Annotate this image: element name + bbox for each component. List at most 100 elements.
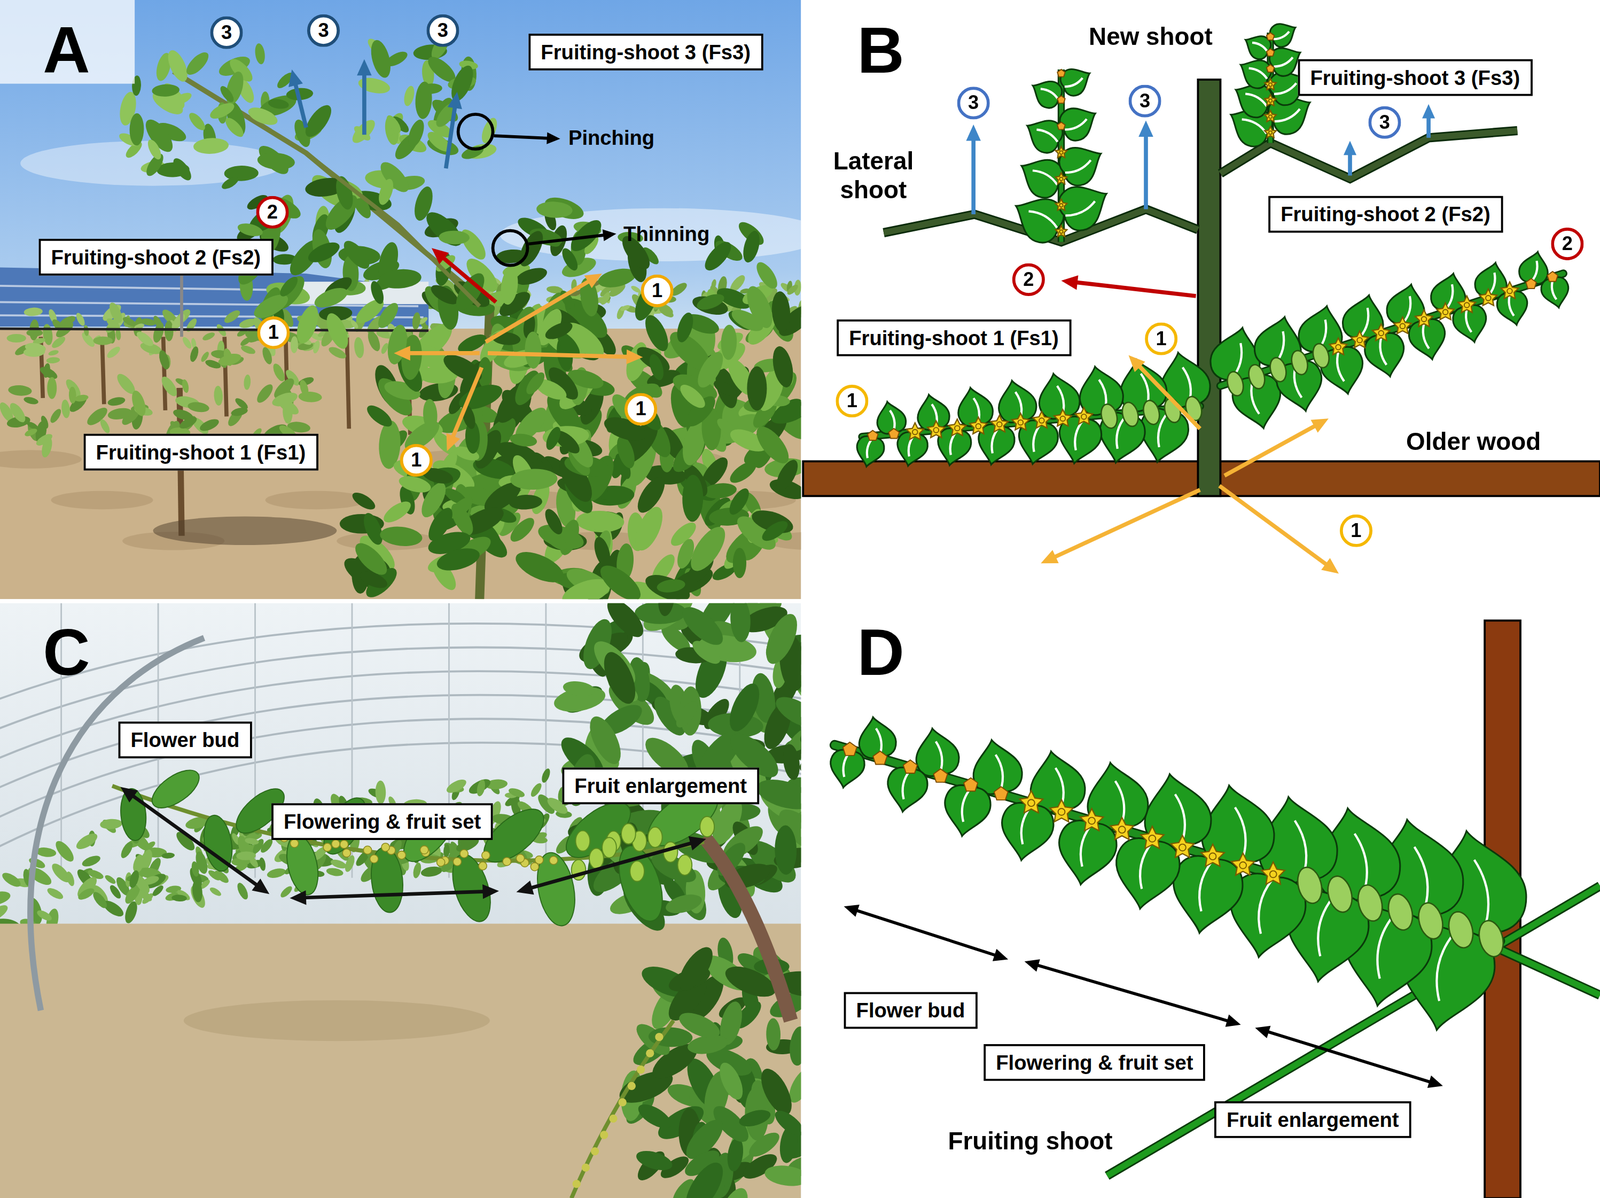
flower-center [1060, 416, 1066, 422]
flower-bud [963, 777, 978, 792]
flower [397, 851, 406, 860]
callout-number: 1 [400, 443, 433, 477]
leaf [475, 778, 487, 798]
fruit [1445, 908, 1477, 950]
leaf [447, 62, 478, 105]
flower [1054, 409, 1072, 426]
arrow-head [251, 878, 270, 894]
arrow-head [482, 884, 499, 899]
arrow-head [844, 904, 860, 917]
fruit [575, 830, 590, 852]
callout-number: 2 [255, 196, 289, 229]
stem [1220, 273, 1564, 386]
leaf [292, 302, 323, 347]
arrow-line [1426, 115, 1431, 138]
leaf [411, 184, 436, 223]
leaf [646, 352, 667, 382]
flower [516, 854, 525, 863]
ground [0, 328, 801, 599]
callout-number: 2 [1012, 263, 1045, 296]
leaf [702, 481, 738, 500]
flower-bud [1266, 32, 1275, 41]
flower-bud [933, 768, 948, 783]
arrow-line [294, 82, 307, 128]
arrow-head [1128, 355, 1146, 373]
callout-number: 3 [307, 14, 340, 48]
flower-bud [994, 786, 1009, 800]
flower-center [1268, 130, 1272, 135]
leaf [266, 866, 287, 880]
arrow-head [356, 59, 372, 76]
tree-trunk [346, 336, 349, 429]
leaf [106, 395, 126, 408]
callout-number: 3 [957, 86, 990, 120]
flower-center [1039, 417, 1045, 424]
pinch-mark [458, 114, 494, 150]
leaf [23, 426, 38, 438]
leaf-group [873, 398, 909, 436]
ground [0, 923, 801, 1198]
flower [339, 840, 348, 849]
callout-circle: 2 [255, 196, 289, 229]
leaf [729, 603, 752, 643]
leaf [723, 678, 766, 736]
diagram-d [826, 620, 1600, 1198]
flower [481, 851, 490, 860]
flower [502, 857, 511, 866]
diagram-b [802, 17, 1600, 574]
arrow-head [446, 433, 460, 451]
callout-number: 1 [256, 316, 290, 349]
fruit [648, 826, 663, 848]
leaf-vein [1273, 30, 1291, 42]
leaf [99, 817, 123, 830]
leaf-vein [1032, 167, 1060, 185]
leaf [151, 83, 181, 98]
arrow-line [407, 350, 480, 356]
arrow-head [1427, 1075, 1443, 1088]
leaf-vein [1274, 82, 1298, 97]
flower-center [1059, 203, 1063, 207]
leaf-group [1054, 136, 1111, 191]
leaf [456, 225, 491, 264]
leaf [129, 388, 148, 418]
leaf [106, 406, 133, 421]
flower [363, 845, 372, 854]
leaf [0, 902, 11, 924]
callout-circle: 3 [957, 86, 990, 120]
leaf [98, 417, 112, 435]
leaf [239, 335, 253, 348]
arrow-head [1138, 120, 1154, 137]
leaf-vein [888, 409, 897, 432]
arrow-line [1137, 364, 1201, 429]
photo-c [0, 603, 801, 1198]
leaf [253, 42, 267, 65]
leaf [711, 1183, 754, 1198]
flower [1055, 225, 1068, 237]
leaf [52, 838, 77, 865]
leaf [74, 311, 87, 327]
leaf [799, 738, 802, 783]
leaf [442, 843, 450, 858]
leaf [353, 336, 365, 359]
box-label: Fruiting-shoot 3 (Fs3) [540, 40, 751, 64]
arrow-head [1321, 557, 1339, 574]
leaf [688, 636, 724, 668]
leaf-group [1057, 61, 1097, 100]
flower-center [1081, 414, 1087, 420]
flower-bud [872, 751, 887, 765]
arrow-head [965, 124, 981, 142]
leaf [60, 399, 72, 419]
leaf-vein [1373, 914, 1394, 980]
leaf [236, 851, 256, 861]
flower [381, 843, 390, 852]
flower [627, 1081, 636, 1090]
callout-circle: 1 [1144, 322, 1178, 356]
leaf [759, 609, 801, 669]
flower [530, 862, 539, 871]
flower-center [996, 421, 1003, 427]
leaf [781, 743, 801, 782]
flower [1080, 808, 1104, 831]
leaf [134, 329, 156, 349]
flower [1393, 316, 1412, 334]
leaf-vein [1471, 858, 1495, 931]
